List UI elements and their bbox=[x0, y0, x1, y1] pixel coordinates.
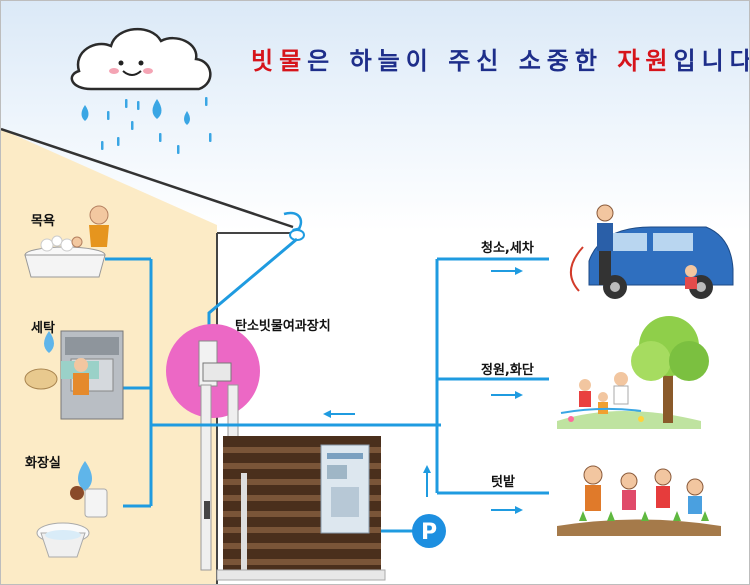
house-supply-pipes bbox=[105, 257, 441, 508]
garden-illustration bbox=[557, 316, 709, 429]
label-garden: 정원,화단 bbox=[481, 363, 534, 378]
roof-line bbox=[1, 127, 294, 229]
label-cleaning: 청소,세차 bbox=[481, 241, 534, 256]
vegetable-garden-illustration bbox=[557, 465, 721, 536]
title-text-2: 입니다 bbox=[673, 47, 750, 75]
cloud-icon bbox=[70, 27, 212, 91]
bathtub-illustration bbox=[24, 205, 109, 278]
label-laundry: 세탁 bbox=[31, 321, 55, 336]
label-filter-device: 탄소빗물여과장치 bbox=[235, 319, 331, 334]
label-vegetable-garden: 텃밭 bbox=[491, 475, 515, 490]
label-bath: 목욕 bbox=[31, 214, 55, 229]
toilet-illustration bbox=[36, 461, 108, 558]
page-title: 빗물은 하늘이 주신 소중한 자원입니다 bbox=[251, 41, 750, 76]
storage-tank bbox=[216, 436, 386, 581]
label-toilet: 화장실 bbox=[25, 456, 61, 471]
car-wash-illustration bbox=[570, 204, 734, 299]
title-highlight-rain: 빗물 bbox=[251, 47, 308, 75]
pump-label: P bbox=[421, 520, 437, 545]
washing-machine-illustration bbox=[24, 330, 124, 420]
title-text-1: 은 하늘이 주신 소중한 bbox=[307, 47, 618, 75]
flow-arrow-icons bbox=[323, 267, 523, 514]
pump-icon bbox=[412, 514, 446, 548]
raindrop-icons bbox=[81, 97, 212, 154]
title-highlight-resource: 자원 bbox=[617, 47, 674, 75]
